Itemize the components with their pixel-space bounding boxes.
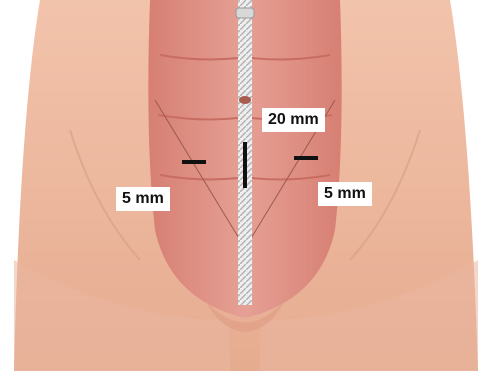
umbilical-port-label: 20 mm [262,108,325,132]
left-port-marker [182,160,206,164]
umbilicus [239,96,251,104]
umbilical-port-marker [243,142,247,188]
right-port-label: 5 mm [318,182,372,206]
left-port-label: 5 mm [116,187,170,211]
right-port-marker [294,156,318,160]
